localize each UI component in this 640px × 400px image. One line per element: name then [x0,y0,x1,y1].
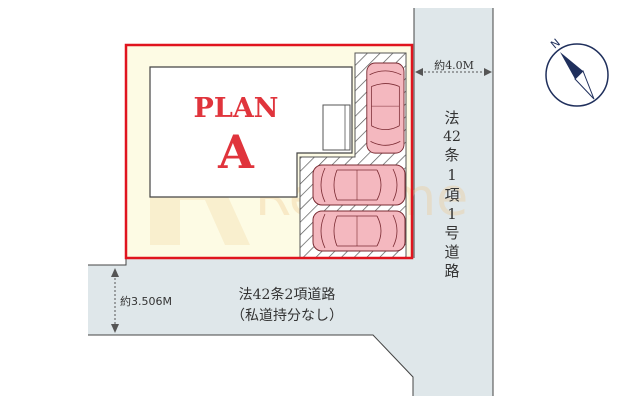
arrow-up-icon [111,268,119,277]
south-road [88,258,414,396]
car-2 [312,164,406,206]
car-3 [312,210,406,252]
svg-text:項: 項 [444,186,459,204]
svg-text:1: 1 [447,166,457,184]
east-road-width: 約4.0M [434,58,474,72]
east-road [413,8,494,396]
south-road-note: （私道持分なし） [231,308,343,324]
car-1 [366,62,405,154]
south-road-width: 約3.506M [120,294,172,308]
svg-text:条: 条 [444,146,459,164]
svg-text:道: 道 [444,243,459,261]
svg-text:1: 1 [447,205,457,223]
svg-text:号: 号 [444,224,459,242]
svg-text:42: 42 [443,129,461,145]
plan-title: PLAN [194,93,279,124]
arrow-right-icon [484,68,492,76]
south-road-dimension: 約3.506M [111,268,172,333]
east-road-dimension: 約4.0M [415,58,492,76]
arrow-down-icon [111,324,119,333]
south-road-name: 法42条2項道路 [239,286,336,303]
svg-text:路: 路 [444,262,459,280]
lot-boundary [124,43,414,260]
east-road-name: 法 42 条 1 項 1 号 道 路 [443,109,461,280]
compass-icon: N [545,36,609,107]
plan-letter: A [217,125,255,179]
house-footprint [149,66,353,198]
svg-text:法: 法 [444,109,459,127]
arrow-left-icon [415,68,423,76]
